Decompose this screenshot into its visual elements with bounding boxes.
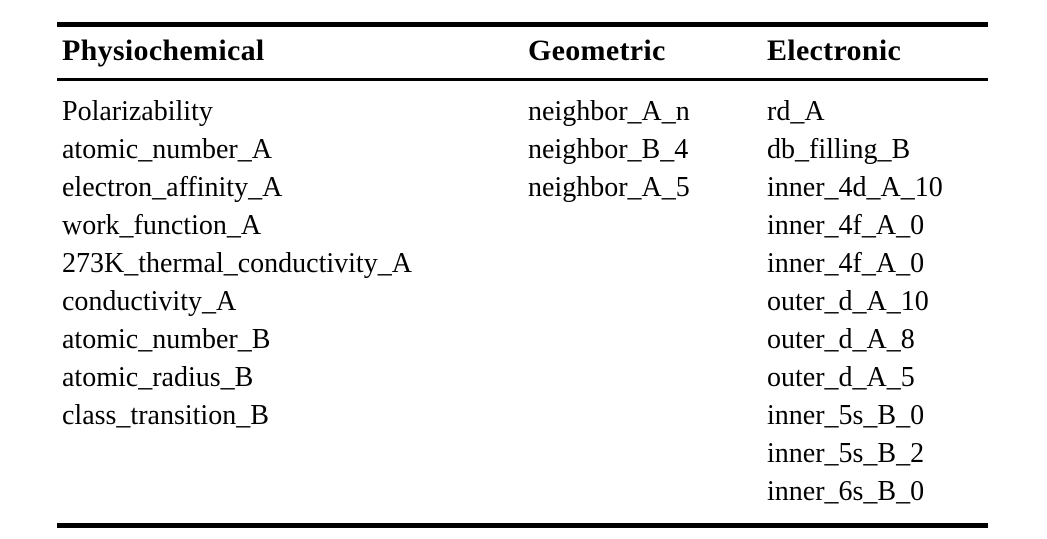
feature-item: inner_4f_A_0 [767, 210, 925, 241]
feature-item: rd_A [767, 96, 825, 127]
feature-item: atomic_number_B [62, 324, 271, 355]
column-header-geometric: Geometric [528, 34, 666, 67]
feature-item: atomic_number_A [62, 134, 272, 165]
feature-item: neighbor_B_4 [528, 134, 689, 165]
feature-item: outer_d_A_5 [767, 362, 915, 393]
feature-item: 273K_thermal_conductivity_A [62, 248, 412, 279]
feature-item: atomic_radius_B [62, 362, 254, 393]
feature-item: electron_affinity_A [62, 172, 283, 203]
feature-item: inner_4d_A_10 [767, 172, 943, 203]
column-geometric: neighbor_A_n neighbor_B_4 neighbor_A_5 [528, 93, 767, 207]
feature-item: inner_5s_B_0 [767, 400, 925, 431]
feature-item: outer_d_A_8 [767, 324, 915, 355]
feature-item: inner_4f_A_0 [767, 248, 925, 279]
feature-item: work_function_A [62, 210, 262, 241]
table-header-row: Physiochemical Geometric Electronic [57, 27, 988, 78]
feature-item: Polarizability [62, 96, 213, 127]
feature-item: conductivity_A [62, 286, 237, 317]
column-header-electronic: Electronic [767, 34, 902, 67]
feature-item: inner_6s_B_0 [767, 476, 925, 507]
table-top-rule [57, 22, 988, 27]
feature-item: outer_d_A_10 [767, 286, 929, 317]
feature-item: class_transition_B [62, 400, 269, 431]
feature-item: neighbor_A_5 [528, 172, 690, 203]
table-bottom-rule [57, 523, 988, 528]
feature-item: neighbor_A_n [528, 96, 690, 127]
table-body: Polarizability atomic_number_A electron_… [57, 81, 988, 523]
table-mid-rule [57, 78, 988, 81]
feature-item: inner_5s_B_2 [767, 438, 925, 469]
feature-item: db_filling_B [767, 134, 911, 165]
column-electronic: rd_A db_filling_B inner_4d_A_10 inner_4f… [767, 93, 988, 511]
column-physiochemical: Polarizability atomic_number_A electron_… [62, 93, 528, 435]
feature-table: Physiochemical Geometric Electronic Pola… [57, 22, 988, 528]
column-header-physiochemical: Physiochemical [62, 34, 265, 67]
